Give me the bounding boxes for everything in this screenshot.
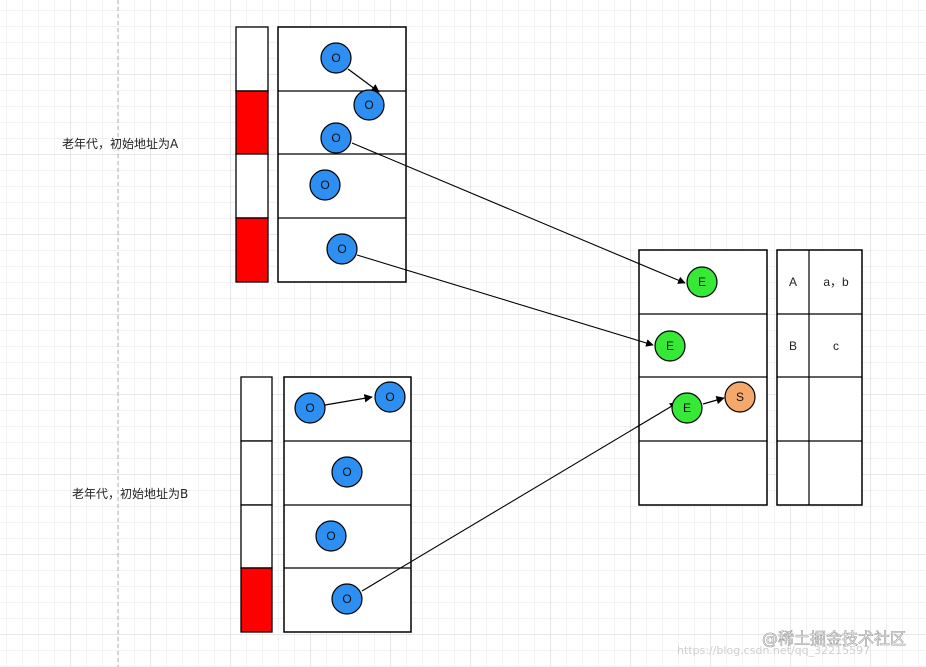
old-object-node[interactable]: O xyxy=(374,381,406,413)
old-object-circle xyxy=(331,456,363,488)
node-label: O xyxy=(326,529,335,543)
old-object-circle xyxy=(309,169,341,201)
old-object-node[interactable]: O xyxy=(320,42,352,74)
node-label: O xyxy=(385,390,394,404)
card-a-1[interactable] xyxy=(235,26,269,92)
node-label: E xyxy=(683,401,691,415)
node-label: S xyxy=(736,390,744,404)
node-label: O xyxy=(320,178,329,192)
old-object-node[interactable]: O xyxy=(309,169,341,201)
old-object-circle xyxy=(331,583,363,615)
card-b-4-dirty[interactable] xyxy=(240,567,273,633)
old-object-circle xyxy=(320,42,352,74)
node-label: O xyxy=(337,242,346,256)
old-object-node[interactable]: O xyxy=(294,392,326,424)
card-a-2-dirty[interactable] xyxy=(235,90,269,155)
eden-object-node[interactable]: E xyxy=(686,266,718,298)
old-object-node[interactable]: O xyxy=(320,122,352,154)
node-label: O xyxy=(331,51,340,65)
remembered-set-value: a，b xyxy=(823,275,849,289)
node-label: O xyxy=(331,131,340,145)
card-a-3[interactable] xyxy=(235,153,269,219)
node-label: E xyxy=(698,275,706,289)
ref-arrow xyxy=(361,402,678,592)
node-label: O xyxy=(342,465,351,479)
ref-arrow xyxy=(324,394,373,406)
ref-arrow xyxy=(702,396,725,405)
eden-object-node[interactable]: E xyxy=(671,392,703,424)
reference-arrows xyxy=(324,68,725,592)
region-b-label: 老年代，初始地址为B xyxy=(72,487,188,501)
node-label: O xyxy=(305,401,314,415)
old-object-circle xyxy=(326,233,358,265)
card-a-4-dirty[interactable] xyxy=(235,217,269,283)
remembered-set-key: B xyxy=(789,339,797,353)
old-object-circle xyxy=(374,381,406,413)
survivor-object-circle xyxy=(724,381,756,413)
eden-object-circle xyxy=(654,330,686,362)
old-object-node[interactable]: O xyxy=(331,583,363,615)
ref-arrow xyxy=(356,254,654,347)
ref-arrow xyxy=(351,142,686,284)
remembered-set-key: A xyxy=(789,275,797,289)
card-table-b xyxy=(240,376,273,633)
remembered-set-table: A a，b B c xyxy=(776,249,863,506)
old-object-node[interactable]: O xyxy=(326,233,358,265)
region-a-label: 老年代，初始地址为A xyxy=(62,137,179,151)
eden-object-node[interactable]: E xyxy=(654,330,686,362)
remembered-set-value: c xyxy=(833,339,839,353)
node-label: E xyxy=(666,339,674,353)
old-object-circle xyxy=(294,392,326,424)
survivor-object-node[interactable]: S xyxy=(724,381,756,413)
node-label: O xyxy=(342,592,351,606)
old-object-node[interactable]: O xyxy=(315,520,347,552)
old-object-circle xyxy=(315,520,347,552)
old-object-node[interactable]: O xyxy=(331,456,363,488)
ref-arrow xyxy=(347,68,380,93)
old-object-circle xyxy=(320,122,352,154)
eden-object-circle xyxy=(686,266,718,298)
node-label: O xyxy=(364,98,373,112)
old-object-node[interactable]: O xyxy=(353,89,385,121)
old-object-circle xyxy=(353,89,385,121)
card-b-3[interactable] xyxy=(240,504,273,569)
eden-object-circle xyxy=(671,392,703,424)
card-b-1[interactable] xyxy=(240,376,273,442)
card-b-2[interactable] xyxy=(240,440,273,506)
card-table-a xyxy=(235,26,269,283)
faint-url-watermark: https://blog.csdn.net/qq_32215597 xyxy=(677,644,870,657)
watermark-text: @稀土掘金技术社区 xyxy=(762,629,906,648)
